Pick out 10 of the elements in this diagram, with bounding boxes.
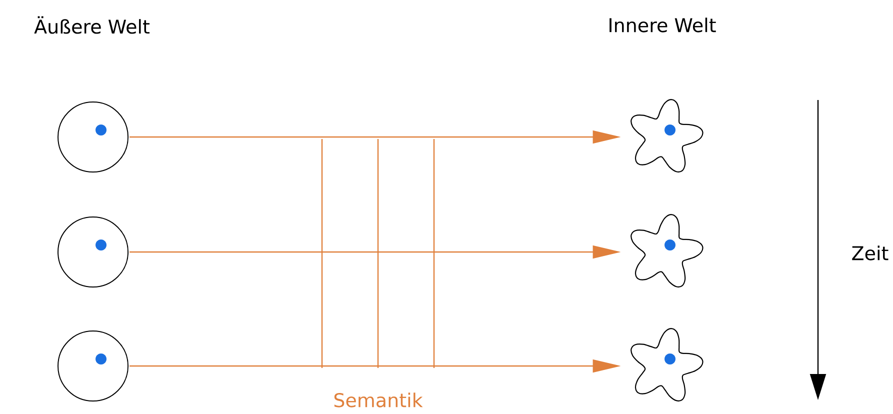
blob-shape: [630, 328, 704, 402]
heading: Äußere Welt: [34, 16, 150, 34]
semantics-label: Semantik: [334, 392, 423, 408]
heading: Innere Welt: [610, 18, 716, 32]
circle: [58, 330, 129, 402]
circle: [58, 102, 129, 172]
circle: [58, 216, 129, 288]
blob-shape: [630, 99, 704, 172]
axis-label: Zeit: [852, 246, 888, 260]
blob-shape: [630, 214, 704, 288]
